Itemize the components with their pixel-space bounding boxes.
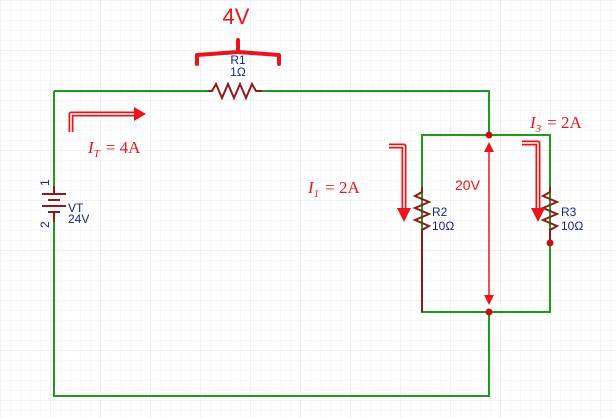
- i3-current-arrow-inner: [522, 142, 539, 210]
- vt-pin2-label: 2: [38, 221, 52, 228]
- parallel-voltage-arrowhead-bottom-icon: [484, 295, 494, 305]
- i1-current-arrow-inner: [389, 145, 405, 210]
- resistor-r3[interactable]: [540, 187, 560, 243]
- i3-current-subscript: 3: [535, 123, 542, 135]
- total-current-label: IT = 4A: [87, 138, 141, 160]
- r1-voltage-label: 4V: [223, 4, 250, 29]
- i1-current-value: = 2A: [325, 178, 360, 197]
- r3-ref-label: R3: [561, 205, 577, 219]
- i1-current-symbol: I: [307, 178, 315, 197]
- total-current-subscript: T: [94, 148, 101, 160]
- i3-current-symbol: I: [529, 113, 537, 132]
- wires: [53, 90, 551, 397]
- resistor-r1[interactable]: [208, 81, 262, 101]
- r2-value-label: 10Ω: [432, 219, 454, 233]
- i3-current-label: I3 = 2A: [529, 113, 583, 135]
- r1-value-label: 1Ω: [230, 65, 246, 79]
- vt-pin1-label: 1: [38, 179, 52, 186]
- vt-value-label: 24V: [68, 212, 89, 226]
- junction-node-bottom[interactable]: [485, 308, 493, 316]
- i1-current-label: I1 = 2A: [307, 178, 361, 200]
- r2-ref-label: R2: [432, 205, 448, 219]
- total-current-symbol: I: [87, 138, 95, 157]
- resistor-r2[interactable]: [412, 187, 432, 312]
- parallel-voltage-label: 20V: [455, 177, 481, 193]
- i3-current-arrowhead-icon: [531, 208, 545, 222]
- battery-vt[interactable]: [42, 186, 66, 222]
- total-current-arrow-inner: [70, 113, 136, 132]
- i3-current-value: = 2A: [547, 113, 582, 132]
- r1-voltage-brace: [195, 38, 281, 66]
- parallel-voltage-arrowhead-top-icon: [484, 142, 494, 152]
- r3-value-label: 10Ω: [561, 219, 583, 233]
- wire-top-right: [262, 90, 490, 135]
- total-current-value: = 4A: [106, 138, 141, 157]
- i1-current-subscript: 1: [314, 188, 320, 200]
- junction-node-top[interactable]: [485, 131, 493, 139]
- r1-ref-label: R1: [230, 53, 246, 67]
- total-current-arrowhead-icon: [134, 107, 146, 121]
- wire-left-bottom: [53, 222, 490, 397]
- junction-node-r3[interactable]: [546, 239, 554, 247]
- vt-ref-label: VT: [68, 201, 84, 215]
- i1-current-arrowhead-icon: [397, 208, 411, 222]
